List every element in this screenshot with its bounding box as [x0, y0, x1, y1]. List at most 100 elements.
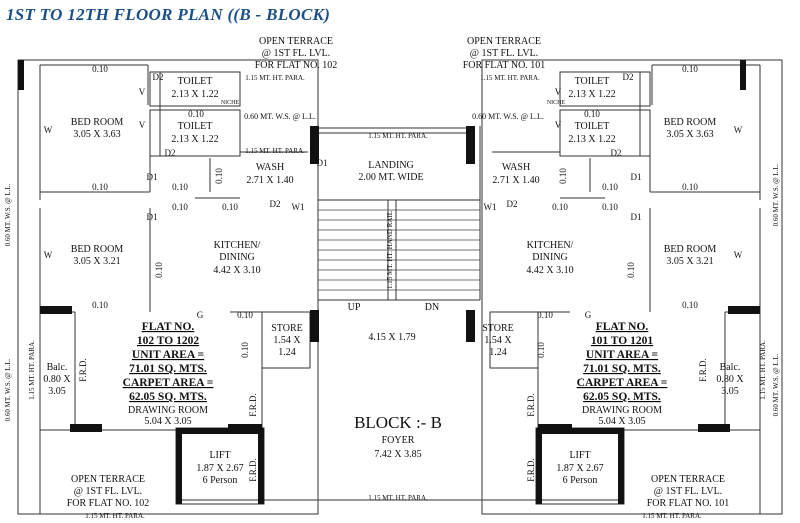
right-outline — [481, 59, 783, 515]
stair-up: UP — [348, 302, 361, 313]
left-balc-1: Balc. — [47, 362, 68, 373]
stair-treads — [318, 209, 480, 291]
right-terrace-top-3: FOR FLAT NO. 101 — [463, 60, 546, 71]
left-lift-name: LIFT — [209, 450, 230, 461]
left-wash-size: 2.71 X 1.40 — [246, 175, 293, 186]
right-ws: 0.60 MT. W.S. @ L.L. — [472, 112, 544, 121]
left-balc-3: 3.05 — [48, 386, 66, 397]
right-flat-1: FLAT NO. — [596, 321, 649, 333]
left-terrace-bottom-1: OPEN TERRACE — [71, 474, 145, 485]
right-niche: NICHE — [547, 100, 566, 106]
left-store-name: STORE — [271, 323, 303, 334]
left-wall-vert-2: 0.10 — [154, 262, 164, 278]
left-drawing-name: DRAWING ROOM — [128, 405, 208, 416]
wall-label-3: 0.10 — [92, 300, 108, 310]
left-d2-wash: D2 — [270, 199, 281, 209]
page-title: 1ST TO 12TH FLOOR PLAN ((B - BLOCK) — [6, 5, 331, 24]
right-drawing-size: 5.04 X 3.05 — [598, 416, 645, 427]
stair-hand-rail: 1.15 MT. HT. HAND RAIL — [386, 211, 394, 289]
wall-label-2: 0.10 — [92, 182, 108, 192]
wall-label-14: 0.10 — [537, 310, 553, 320]
right-toilet2-name: TOILET — [575, 121, 610, 132]
right-d1-top: D1 — [631, 172, 642, 182]
foyer-name: FOYER — [382, 435, 415, 446]
left-niche: NICHE — [221, 100, 240, 106]
left-terrace-para: 1.15 MT. HT. PARA. — [245, 74, 305, 82]
right-store-name: STORE — [482, 323, 514, 334]
left-w1: W1 — [292, 202, 305, 212]
wall-label-15: 0.10 — [188, 109, 204, 119]
wall-label-4: 0.10 — [172, 182, 188, 192]
right-flat-2: 101 TO 1201 — [591, 335, 653, 347]
right-wash-size: 2.71 X 1.40 — [492, 175, 539, 186]
left-d2-top: D2 — [153, 72, 164, 82]
left-bed1-size: 3.05 X 3.63 — [73, 129, 120, 140]
right-kitchen-name: KITCHEN/ — [527, 240, 574, 251]
right-wall-vert-2: 0.10 — [626, 262, 636, 278]
left-terrace-bottom-2: @ 1ST FL. LVL. — [74, 486, 142, 497]
core-bottom-para: 1.15 MT. HT. PARA. — [368, 494, 428, 502]
right-d2-top: D2 — [623, 72, 634, 82]
right-v-2: V — [555, 120, 562, 130]
landing-size: 2.00 MT. WIDE — [358, 172, 423, 183]
wall-label-6: 0.10 — [222, 202, 238, 212]
left-lift-size: 1.87 X 2.67 — [196, 463, 243, 474]
right-toilet1-size: 2.13 X 1.22 — [568, 89, 615, 100]
left-bottom-para: 1.15 MT. HT. PARA. — [85, 512, 145, 520]
core-ht-para: 1.15 MT. HT. PARA. — [368, 132, 428, 140]
left-frd-1: F.R.D. — [78, 358, 88, 382]
right-side-para: 1.15 MT. HT. PARA. — [759, 340, 767, 400]
right-terrace-bottom-2: @ 1ST FL. LVL. — [654, 486, 722, 497]
right-store-size2: 1.24 — [489, 347, 507, 358]
right-d2-mid: D2 — [611, 148, 622, 158]
right-frd-3: F.R.D. — [526, 458, 536, 482]
right-side-ws-lower: 0.60 MT. W.S. @ L.L. — [772, 353, 780, 416]
right-v-1: V — [555, 87, 562, 97]
left-side-ws-lower: 0.60 MT. W.S. @ L.L. — [4, 358, 12, 421]
right-frd-2: F.R.D. — [526, 393, 536, 417]
left-frd-3: F.R.D. — [248, 458, 258, 482]
right-balc-2: 0.80 X — [716, 374, 744, 385]
left-store-size1: 1.54 X — [273, 335, 301, 346]
right-bottom-para: 1.15 MT. HT. PARA. — [642, 512, 702, 520]
left-side-para: 1.15 MT. HT. PARA. — [28, 340, 36, 400]
right-w-2: W — [734, 250, 743, 260]
right-terrace-bottom-1: OPEN TERRACE — [651, 474, 725, 485]
columns — [18, 60, 760, 504]
right-kitchen-name2: DINING — [532, 252, 568, 263]
right-balc-3: 3.05 — [721, 386, 739, 397]
wall-label-13: 0.10 — [552, 202, 568, 212]
door-d1-core: D1 — [317, 158, 328, 168]
right-frd-1: F.R.D. — [698, 358, 708, 382]
left-terrace-top-2: @ 1ST FL. LVL. — [262, 48, 330, 59]
left-store-size2: 1.24 — [278, 347, 296, 358]
wall-label-11: 0.10 — [602, 182, 618, 192]
right-wash-name: WASH — [502, 162, 530, 173]
left-side-ws: 0.60 MT. W.S. @ L.L. — [4, 183, 12, 246]
right-flat-5: CARPET AREA = — [577, 377, 668, 389]
wall-label-5: 0.10 — [172, 202, 188, 212]
left-wall-vert-3: 0.10 — [214, 168, 224, 184]
left-outline — [17, 59, 319, 515]
right-wall-vert-3: 0.10 — [558, 168, 568, 184]
left-kitchen-size: 4.42 X 3.10 — [213, 265, 260, 276]
left-kitchen-name: KITCHEN/ — [214, 240, 261, 251]
left-ws: 0.60 MT. W.S. @ L.L. — [244, 112, 316, 121]
right-store-size1: 1.54 X — [484, 335, 512, 346]
right-g: G — [585, 310, 592, 320]
left-toilet2-size: 2.13 X 1.22 — [171, 134, 218, 145]
stair-dn: DN — [425, 302, 439, 313]
left-flat-1: FLAT NO. — [142, 321, 195, 333]
right-terrace-top-2: @ 1ST FL. LVL. — [470, 48, 538, 59]
left-flat-3: UNIT AREA = — [132, 349, 204, 361]
left-wall-vert-1: 0.10 — [240, 342, 250, 358]
right-terrace-top-1: OPEN TERRACE — [467, 36, 541, 47]
left-terrace-bottom-3: FOR FLAT NO. 102 — [67, 498, 150, 509]
left-bed2-size: 3.05 X 3.21 — [73, 256, 120, 267]
right-wall-vert-1: 0.10 — [536, 342, 546, 358]
left-toilet2-name: TOILET — [178, 121, 213, 132]
right-terrace-bottom-3: FOR FLAT NO. 101 — [647, 498, 730, 509]
wall-label-10: 0.10 — [682, 300, 698, 310]
left-toilet1-size: 2.13 X 1.22 — [171, 89, 218, 100]
